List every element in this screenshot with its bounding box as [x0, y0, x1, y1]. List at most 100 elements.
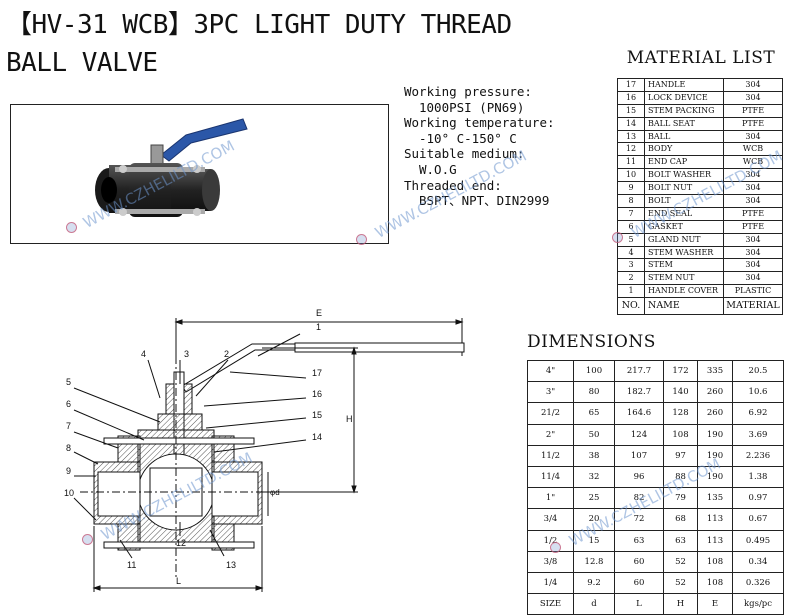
page-title: 【HV-31 WCB】3PC LIGHT DUTY THREAD BALL VA…	[6, 6, 512, 82]
thread-value: BSPT、NPT、DIN2999	[419, 193, 550, 209]
dimension-cell: 135	[697, 487, 733, 510]
dimension-cell: 0.34	[732, 550, 784, 573]
dimension-header-cell: E	[697, 593, 733, 615]
dimension-cell: 113	[697, 508, 733, 531]
drawing-label-6: 6	[66, 399, 72, 409]
thread-label: Threaded end:	[404, 177, 502, 193]
part-material: PTFE	[723, 116, 783, 131]
dimension-cell: 60	[614, 571, 664, 595]
part-material: 304	[723, 78, 783, 92]
product-photo	[10, 104, 389, 244]
part-number: 12	[617, 142, 645, 157]
drawing-label-4: 4	[141, 349, 147, 359]
part-number: 15	[617, 103, 645, 118]
dimension-cell: 6.92	[732, 402, 784, 425]
temperature-label: Working temperature:	[404, 115, 555, 131]
part-name: END CAP	[644, 155, 724, 170]
dimension-l-label: L	[176, 576, 182, 586]
drawing-label-16: 16	[312, 389, 323, 399]
pressure-label: Working pressure:	[404, 84, 532, 99]
sectional-drawing	[40, 300, 530, 606]
drawing-label-9: 9	[66, 466, 72, 476]
watermark-logo	[550, 542, 561, 553]
dimension-e-label: E	[316, 308, 323, 318]
dimension-header-cell: L	[614, 593, 664, 615]
dimension-cell: 108	[697, 571, 733, 595]
part-name: BALL SEAT	[644, 116, 724, 131]
part-name: STEM WASHER	[644, 245, 724, 260]
dimension-header-cell: d	[573, 593, 615, 615]
part-material: PTFE	[723, 206, 783, 221]
medium-value: W.O.G	[419, 161, 457, 177]
part-material: PLASTIC	[723, 284, 783, 299]
dimension-cell: 1.38	[732, 465, 784, 489]
dimension-cell: 0.97	[732, 487, 784, 510]
dimension-cell: 164.6	[614, 402, 664, 425]
part-material: PTFE	[723, 219, 783, 234]
dimension-cell: 68	[663, 508, 698, 531]
pressure-value: 1000PSI (PN69)	[419, 99, 525, 115]
dimension-cell: 11/4	[527, 465, 574, 489]
dimension-header-cell: kgs/pc	[732, 593, 784, 615]
material-header-cell: MATERIAL	[723, 297, 783, 316]
part-number: 9	[617, 181, 645, 196]
dimension-cell: 3/8	[527, 550, 574, 573]
watermark-logo	[612, 232, 623, 243]
dimension-cell: 172	[663, 359, 698, 383]
dimension-cell: 1/4	[527, 571, 574, 595]
part-material: PTFE	[723, 103, 783, 118]
dimension-cell: 38	[573, 444, 615, 467]
part-material: 304	[723, 271, 783, 286]
part-number: 14	[617, 116, 645, 131]
dimension-cell: 182.7	[614, 381, 664, 404]
part-material: 304	[723, 194, 783, 208]
part-number: 16	[617, 90, 645, 105]
drawing-label-14: 14	[312, 432, 323, 442]
dimension-cell: 11/2	[527, 444, 574, 467]
watermark-logo	[356, 234, 367, 245]
dimension-h-label: H	[346, 414, 353, 424]
dimension-cell: 12.8	[573, 550, 615, 573]
drawing-label-11: 11	[127, 560, 137, 570]
part-name: GLAND NUT	[644, 232, 724, 247]
dimension-cell: 4"	[527, 359, 574, 383]
dimension-cell: 0.67	[732, 508, 784, 531]
dimension-cell: 260	[697, 402, 733, 425]
part-name: STEM	[644, 258, 724, 273]
dimension-cell: 3.69	[732, 423, 784, 446]
title-line-1: 【HV-31 WCB】3PC LIGHT DUTY THREAD	[6, 10, 512, 40]
material-header-cell: NO.	[617, 297, 645, 316]
dimension-cell: 52	[663, 550, 698, 573]
part-material: 304	[723, 129, 783, 144]
drawing-label-13: 13	[226, 560, 237, 570]
watermark-logo	[66, 222, 77, 233]
dimension-cell: 80	[573, 381, 615, 404]
part-material: 304	[723, 258, 783, 273]
temperature-value: -10° C-150° C	[419, 130, 517, 146]
part-number: 11	[617, 155, 645, 170]
part-number: 13	[617, 129, 645, 144]
dimension-cell: 2.236	[732, 444, 784, 467]
drawing-label-12: 12	[176, 538, 187, 548]
drawing-label-2: 2	[224, 349, 230, 359]
dimension-cell: 0.495	[732, 529, 784, 552]
part-material: 304	[723, 232, 783, 247]
dimension-cell: 21/2	[527, 402, 574, 425]
